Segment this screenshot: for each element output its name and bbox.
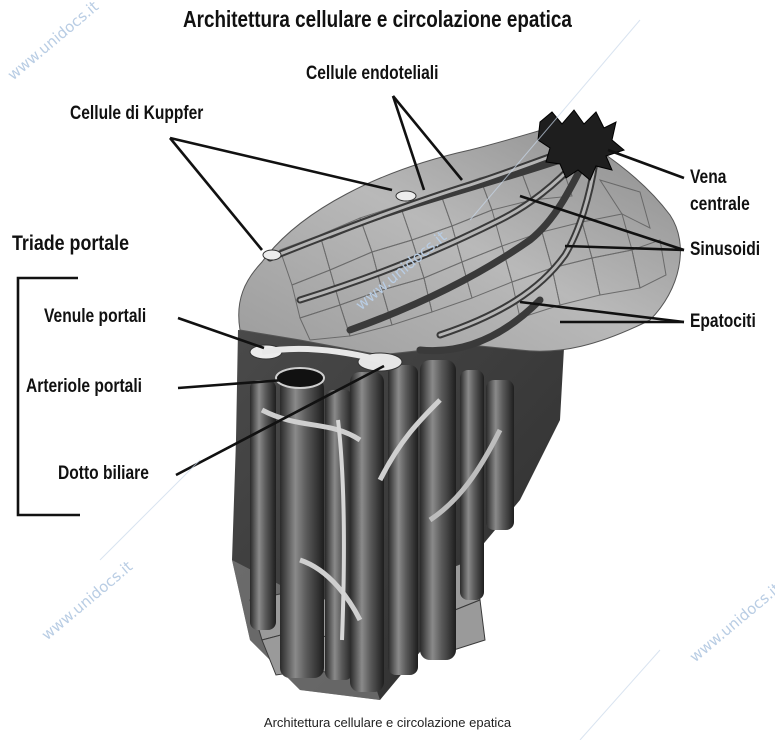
label-dotto: Dotto biliare [58, 463, 149, 485]
label-kupffer: Cellule di Kuppfer [70, 103, 203, 125]
group-title-triade-portale: Triade portale [12, 232, 129, 256]
label-arteriole: Arteriole portali [26, 376, 142, 398]
diagram-title: Architettura cellulare e circolazione ep… [183, 6, 572, 33]
label-sinusoidi: Sinusoidi [690, 239, 760, 261]
label-venule: Venule portali [44, 306, 146, 328]
label-epatociti: Epatociti [690, 311, 756, 333]
label-vena-line2: centrale [690, 194, 750, 216]
caption: Architettura cellulare e circolazione ep… [0, 715, 775, 730]
label-vena-line1: Vena [690, 167, 726, 189]
label-endoteliali: Cellule endoteliali [306, 63, 438, 85]
lobule-top-face [239, 110, 681, 355]
